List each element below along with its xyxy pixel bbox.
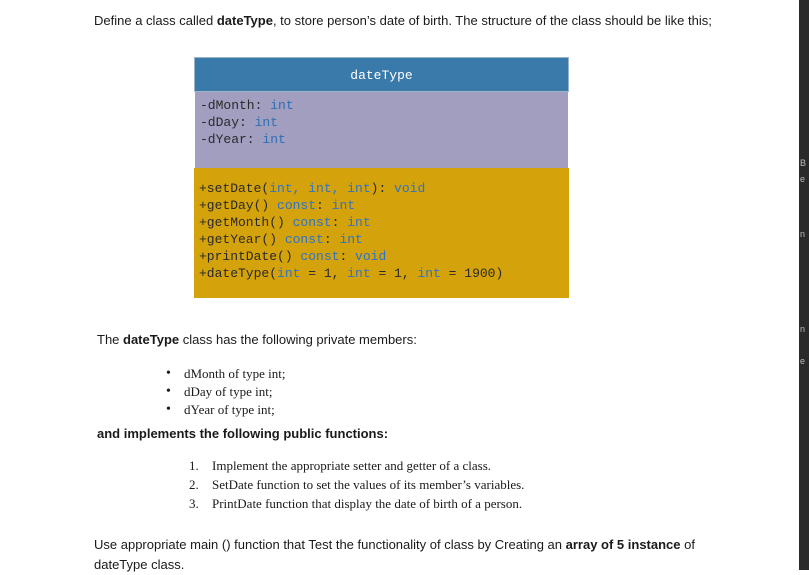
edge-fragment: B	[800, 158, 807, 168]
list-item: dMonth of type int;	[162, 365, 285, 383]
adjacent-window-edge: B e n n e	[799, 0, 809, 570]
intro-paragraph: Define a class called dateType, to store…	[94, 13, 712, 28]
uml-class-diagram: dateType -dMonth: int -dDay: int -dYear:…	[194, 57, 569, 298]
edge-fragment: e	[800, 174, 806, 184]
uml-operation: +dateType(int = 1, int = 1, int = 1900)	[199, 266, 504, 281]
edge-fragment: n	[800, 324, 806, 334]
uml-operation: +getMonth() const: int	[199, 215, 371, 230]
uml-operation: +getDay() const: int	[199, 198, 356, 213]
class-name-bold: dateType	[216, 13, 273, 28]
private-members-heading: The dateType class has the following pri…	[97, 332, 417, 347]
uml-attributes: -dMonth: int -dDay: int -dYear: int	[194, 92, 569, 168]
uml-operation: +getYear() const: int	[199, 232, 363, 247]
uml-class-name: dateType	[194, 57, 569, 92]
uml-operations: +setDate(int, int, int): void +getDay() …	[194, 168, 569, 298]
list-item: 2.SetDate function to set the values of …	[189, 477, 525, 492]
public-functions-heading: and implements the following public func…	[97, 426, 389, 441]
list-item: 3.PrintDate function that display the da…	[189, 496, 523, 511]
list-item: dYear of type int;	[162, 401, 285, 419]
closing-paragraph: Use appropriate main () function that Te…	[94, 537, 695, 572]
uml-attribute: -dMonth: int	[200, 98, 294, 113]
list-item: dDay of type int;	[162, 383, 285, 401]
public-functions-list: 1.Implement the appropriate setter and g…	[189, 456, 524, 513]
uml-attribute: -dYear: int	[200, 132, 286, 147]
uml-attribute: -dDay: int	[200, 115, 279, 130]
uml-operation: +printDate() const: void	[199, 249, 387, 264]
edge-fragment: e	[800, 356, 806, 366]
private-members-list: dMonth of type int; dDay of type int; dY…	[162, 365, 285, 419]
uml-operation: +setDate(int, int, int): void	[199, 181, 426, 196]
edge-fragment: n	[800, 229, 806, 239]
list-item: 1.Implement the appropriate setter and g…	[189, 458, 492, 473]
